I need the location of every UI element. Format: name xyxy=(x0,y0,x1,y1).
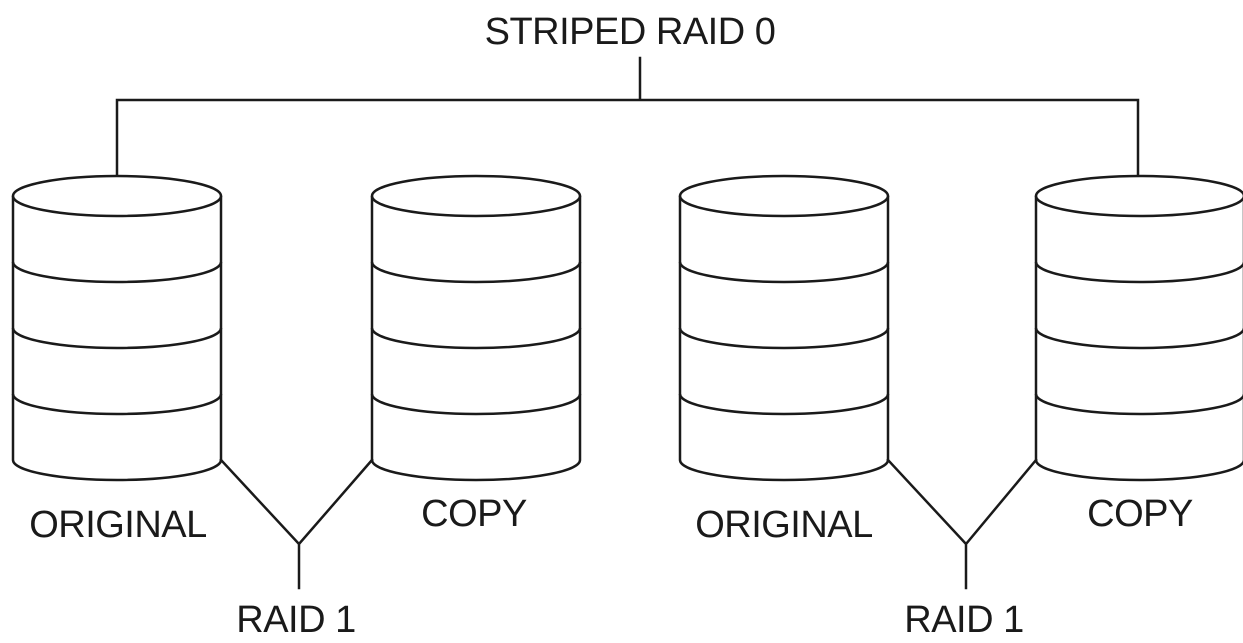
platter-line xyxy=(11,393,223,416)
disk-label-original-2: ORIGINAL xyxy=(695,504,873,546)
disk-top xyxy=(370,174,582,218)
disk-top xyxy=(1034,174,1243,218)
platter-line xyxy=(370,261,582,284)
disk-copy-2 xyxy=(1034,174,1243,482)
mirror-connector-1 xyxy=(219,458,374,590)
platter-line xyxy=(678,393,890,416)
platter-line xyxy=(11,261,223,284)
platter-line xyxy=(678,261,890,284)
disk-original-1 xyxy=(11,174,223,482)
disk-copy-1 xyxy=(370,174,582,482)
platter-line xyxy=(1034,393,1243,416)
raid1-label-1: RAID 1 xyxy=(236,599,355,641)
platter-line xyxy=(11,327,223,350)
platter-line xyxy=(678,327,890,350)
disk-label-original-1: ORIGINAL xyxy=(29,504,207,546)
platter-line xyxy=(370,393,582,416)
disk-original-2 xyxy=(678,174,890,482)
disk-body xyxy=(11,196,223,482)
platter-line xyxy=(1034,261,1243,284)
platter-line xyxy=(1034,327,1243,350)
disk-body xyxy=(370,196,582,482)
disk-body xyxy=(1034,196,1243,482)
platter-line xyxy=(370,327,582,350)
striped-raid0-label: STRIPED RAID 0 xyxy=(485,11,776,53)
stripe-connector xyxy=(115,56,1140,180)
disk-body xyxy=(678,196,890,482)
disk-label-copy-2: COPY xyxy=(1087,493,1193,535)
disk-top xyxy=(11,174,223,218)
disk-label-copy-1: COPY xyxy=(421,493,527,535)
disk-top xyxy=(678,174,890,218)
mirror-connector-2 xyxy=(886,458,1038,590)
raid1-label-2: RAID 1 xyxy=(904,599,1023,641)
